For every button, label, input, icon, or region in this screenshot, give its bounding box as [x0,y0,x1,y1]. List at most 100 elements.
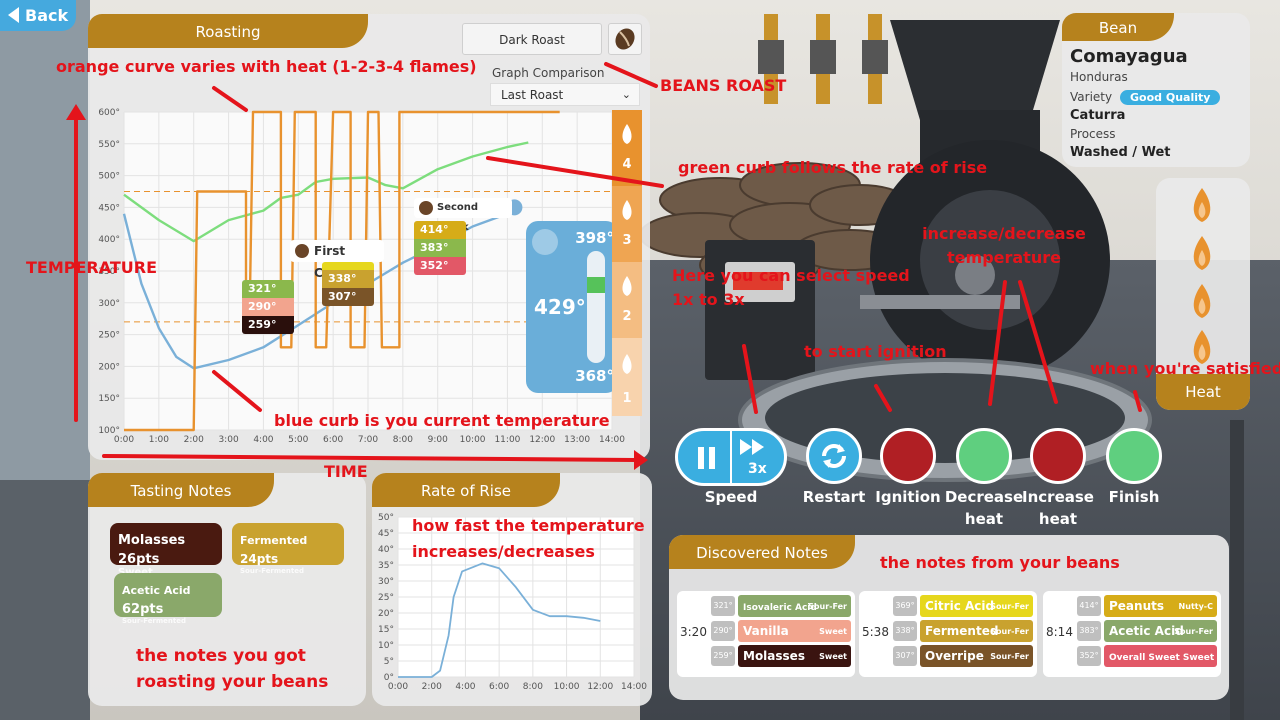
graph-comparison-label: Graph Comparison [492,66,605,80]
gauge-indicator [587,277,605,293]
discovered-note-category: Sweet [819,652,847,661]
y-tick-label: 0° [384,673,394,683]
annotation-tasting-notes: the notes you got roasting your beans [136,646,329,692]
marker-b-mid: 338° [322,270,374,288]
flame-level-label-4: 4 [622,157,631,172]
tasting-note-fermented: Fermented 24pts Sour-Fermented [232,523,344,575]
series-line [123,141,529,243]
tasting-notes-panel: Tasting Notes Molasses 26pts Sweet Ferme… [88,473,366,706]
annotation-blue-curb: blue curb is you current temperature [274,411,610,430]
graph-comparison-value: Last Roast [501,88,564,102]
x-tick-label: 10:00 [554,682,580,692]
marker-c: 414° 383° 352° [414,221,466,275]
current-temperature-gauge: 398° 429° 368° [526,221,618,393]
discovered-note-temp: 321° [711,596,735,616]
tasting-note-category: Sour-Fermented [240,567,305,575]
pause-icon [696,447,718,469]
flame-level-label-1: 1 [622,391,631,406]
decrease-heat-label: Decrease heat [944,488,1024,528]
tasting-note-name: Fermented [240,534,308,547]
gauge-bubble [532,229,558,255]
decrease-heat-button[interactable] [956,428,1012,484]
increase-heat-button[interactable] [1030,428,1086,484]
x-tick-label: 14:00 [621,682,647,692]
y-tick-label: 45° [378,529,394,539]
discovered-note-category: Sour-Fer [808,602,847,611]
x-tick-label: 0:00 [114,435,134,445]
first-crack-bean-icon [295,244,309,258]
annotation-satisfied: when you're satisfied [1090,359,1280,378]
bean-tab: Bean [1062,13,1174,41]
bean-process: Washed / Wet [1070,145,1171,160]
back-arrow-icon [8,7,19,23]
y-tick-label: 200° [98,362,120,372]
y-tick-label: 550° [98,140,120,150]
x-tick-label: 13:00 [564,435,590,445]
x-tick-label: 2:00 [422,682,442,692]
discovered-note-temp: 383° [1077,621,1101,641]
roasting-tab: Roasting [88,14,368,48]
graph-comparison-select[interactable]: Last Roast ⌄ [490,83,640,106]
x-tick-label: 8:00 [523,682,543,692]
increase-heat-label: Increase heat [1022,488,1094,528]
gauge-max-temp: 398° [575,229,614,247]
marker-c-mid: 383° [414,239,466,257]
tasting-note-name: Molasses [118,533,186,548]
annotation-increase-decrease: increase/decrease temperature [922,224,1086,267]
back-button[interactable]: Back [0,0,76,31]
discovered-note-category: Nutty-C [1178,602,1213,611]
roast-level-bean-button[interactable] [608,23,642,55]
discovered-note-name: Acetic Acid [1109,624,1184,638]
flame-level-2 [612,262,642,338]
marker-a-mid: 290° [242,298,294,316]
first-crack-label: First Crack [290,240,384,280]
bean-variety: Caturra [1070,108,1126,123]
x-tick-label: 2:00 [184,435,204,445]
discovered-note-category: Sour-Fer [990,602,1029,611]
discovered-note-chip: Overall Sweet Sweet [1104,645,1217,667]
discovered-note-row: 352°Overall Sweet Sweet [1077,645,1217,667]
x-tick-label: 3:00 [218,435,238,445]
discovered-note-name: Overall Sweet Sweet [1109,653,1215,663]
tasting-note-category: Sour-Fermented [122,617,187,625]
restart-button[interactable] [806,428,862,484]
gauge-min-temp: 368° [575,367,614,385]
discovered-note-temp: 290° [711,621,735,641]
flame-level-scale: 4 3 2 1 [612,110,642,416]
chevron-down-icon: ⌄ [621,88,631,101]
y-tick-label: 5° [384,657,394,667]
flame-level-1 [612,338,642,416]
series-line [398,562,601,678]
discovered-note-name: Molasses [743,649,805,663]
y-tick-label: 450° [98,203,120,213]
finish-button[interactable] [1106,428,1162,484]
y-tick-label: 15° [378,625,394,635]
flame-scale-icons: 4 3 2 1 [622,124,632,406]
marker-a-bottom: 259° [242,316,294,334]
discovered-note-time: 8:14 [1046,625,1073,639]
discovered-note-name: Isovaleric Acid [743,603,817,613]
tasting-note-name: Acetic Acid [122,584,191,597]
flame-level-label-3: 3 [622,233,631,248]
discovered-note-time: 3:20 [680,625,707,639]
x-tick-label: 12:00 [529,435,555,445]
bean-origin: Honduras [1070,70,1128,84]
discovered-note-category: Sweet [819,627,847,636]
x-tick-label: 8:00 [393,435,413,445]
ignition-button[interactable] [880,428,936,484]
speed-button[interactable]: 3x [675,428,787,486]
tasting-note-category: Sweet [118,567,214,578]
roast-level-button[interactable]: Dark Roast [462,23,602,55]
discovered-note-category: Sour-Fer [990,627,1029,636]
bean-process-label: Process [1070,127,1116,141]
